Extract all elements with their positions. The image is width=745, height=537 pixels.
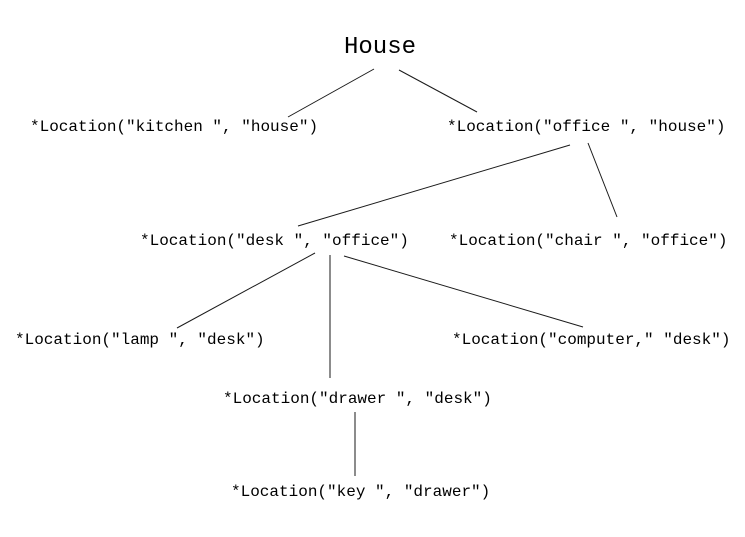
edge-house-kitchen xyxy=(287,68,375,118)
node-drawer: *Location("drawer ", "desk") xyxy=(223,390,492,408)
node-key: *Location("key ", "drawer") xyxy=(231,483,491,501)
node-house: House xyxy=(344,34,417,61)
node-office: *Location("office ", "house") xyxy=(447,118,726,136)
node-desk: *Location("desk ", "office") xyxy=(140,232,409,250)
edge-desk-lamp xyxy=(176,252,316,329)
edge-office-desk xyxy=(297,144,571,227)
edge-house-office xyxy=(398,69,478,113)
node-lamp: *Location("lamp ", "desk") xyxy=(15,331,265,349)
node-chair: *Location("chair ", "office") xyxy=(449,232,728,250)
node-computer: *Location("computer," "desk") xyxy=(452,331,731,349)
edge-office-chair xyxy=(587,142,618,218)
edge-desk-computer xyxy=(343,255,584,328)
node-kitchen: *Location("kitchen ", "house") xyxy=(30,118,319,136)
